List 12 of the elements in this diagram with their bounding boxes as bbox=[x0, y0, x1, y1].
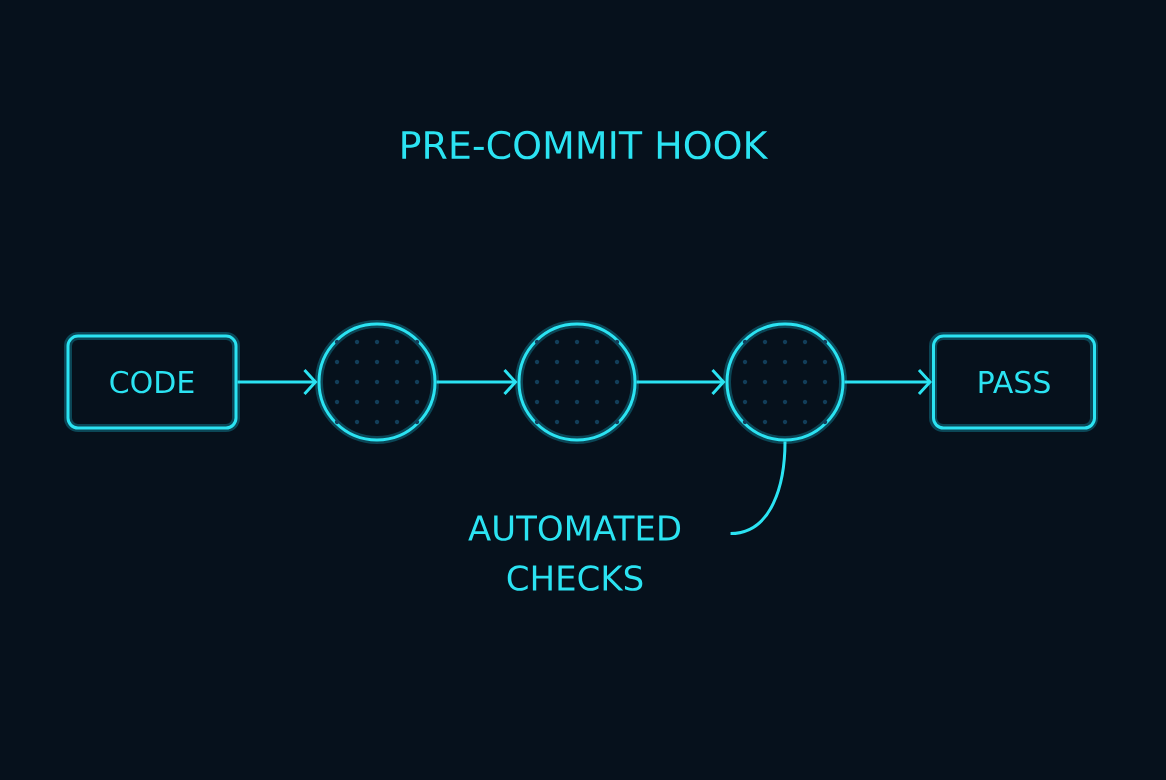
arrow bbox=[636, 369, 726, 396]
circle-node bbox=[723, 320, 847, 444]
title: PRE-COMMIT HOOK bbox=[402, 130, 769, 160]
circle-node bbox=[515, 320, 639, 444]
arrow bbox=[237, 369, 318, 396]
circle-node bbox=[315, 320, 439, 444]
arrow bbox=[436, 369, 518, 396]
process-box: CODE bbox=[64, 332, 240, 432]
arrow bbox=[844, 369, 932, 396]
label-text: AUTOMATED CHECKS bbox=[468, 515, 681, 591]
leader-line bbox=[730, 441, 787, 536]
process-box: PASS bbox=[929, 332, 1098, 432]
